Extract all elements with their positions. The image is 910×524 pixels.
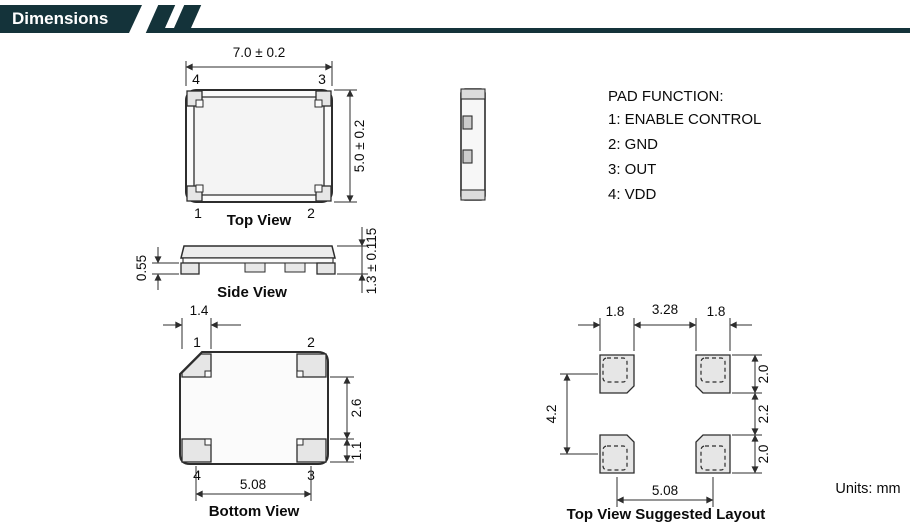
bottom-view-pad3-notch (296, 438, 304, 446)
bottom-view-pitch-value: 5.08 (240, 477, 266, 492)
layout-pad-width-right-value: 1.8 (707, 304, 726, 319)
top-view-width-dimension: 7.0 ± 0.2 (185, 45, 333, 86)
units-label: Units: mm (835, 481, 900, 497)
layout-view: 1.8 3.28 1.8 2.0 2.2 2.0 4.2 (544, 302, 771, 523)
pad-function-item-1: 1: ENABLE CONTROL (608, 111, 761, 128)
top-view-pad2-notch (314, 184, 323, 193)
layout-pad-height-top-value: 2.0 (756, 365, 771, 384)
layout-pad-height-bottom-value: 2.0 (756, 445, 771, 464)
section-title: Dimensions (12, 9, 109, 28)
pad-function-title: PAD FUNCTION: (608, 88, 724, 105)
side-view-center-pad (244, 262, 266, 273)
bottom-view-pad4-notch (204, 438, 212, 446)
pad-function-item-2: 2: GND (608, 136, 658, 153)
top-view-pad4-notch (195, 99, 204, 108)
pad-function: PAD FUNCTION: 1: ENABLE CONTROL 2: GND 3… (608, 88, 761, 203)
side-view: 0.55 1.3 ± 0.115 Side View (134, 227, 379, 301)
bottom-view-pad-height-dimension: 1.1 (330, 438, 364, 463)
layout-gap-v-value: 2.2 (756, 405, 771, 424)
bottom-view-pad-width-dimension: 1.4 (163, 303, 241, 349)
top-view-pad1-notch (195, 184, 204, 193)
side-view-center-pad (284, 262, 306, 273)
top-view-label: Top View (227, 212, 292, 229)
side-view-pad-height-value: 0.55 (134, 255, 149, 281)
side-profile-bottom-cap (460, 189, 486, 201)
bottom-view-pad4 (181, 438, 212, 463)
side-profile (460, 88, 486, 201)
side-view-total-height-dimension: 1.3 ± 0.115 (337, 227, 379, 294)
bottom-view-pad2 (296, 353, 327, 378)
bottom-view-pad4-label: 4 (193, 467, 201, 483)
layout-pitch-value: 5.08 (652, 483, 678, 498)
bottom-view-pad2-label: 2 (307, 334, 315, 350)
bottom-view-pad-width-value: 1.4 (190, 303, 209, 318)
layout-pad-bottom-right-footprint (700, 445, 726, 471)
bottom-view-gap-dimension: 2.6 (330, 376, 364, 440)
top-view-pad2-label: 2 (307, 205, 315, 221)
layout-pad-bottom-right (695, 434, 731, 474)
pad-function-item-4: 4: VDD (608, 186, 657, 203)
layout-gap-h-value: 3.28 (652, 302, 678, 317)
bottom-view-pad1 (181, 353, 212, 378)
side-profile-pad-mark (462, 115, 473, 130)
top-view-height-value: 5.0 ± 0.2 (352, 120, 367, 172)
bottom-view-label: Bottom View (209, 503, 300, 520)
side-view-label: Side View (217, 284, 287, 301)
layout-span-v-value: 4.2 (544, 405, 559, 424)
top-view-pad3-notch (314, 99, 323, 108)
top-view: 4 3 1 2 7.0 ± 0.2 5.0 ± 0.2 Top View (185, 45, 367, 229)
side-profile-body (460, 88, 486, 201)
bottom-view-gap-value: 2.6 (349, 399, 364, 418)
side-profile-pad-mark (462, 149, 473, 164)
bottom-view-pad3 (296, 438, 327, 463)
side-view-pad-height-dimension: 0.55 (134, 247, 179, 290)
side-view-lid (180, 245, 336, 259)
layout-right-dimensions: 2.0 2.2 2.0 (732, 354, 771, 474)
side-profile-top-cap (460, 88, 486, 100)
layout-pad-top-left (599, 354, 635, 394)
top-view-lid (193, 96, 325, 196)
bottom-view-pad1-notch (204, 370, 212, 378)
bottom-view-pitch-dimension: 5.08 (195, 466, 312, 501)
top-view-pad1-label: 1 (194, 205, 202, 221)
top-view-pad3-label: 3 (318, 71, 326, 87)
top-view-pad4-label: 4 (192, 71, 200, 87)
layout-pad-bottom-left-footprint (602, 445, 628, 471)
side-view-total-height-value: 1.3 ± 0.115 (364, 228, 379, 294)
layout-pad-top-right (695, 354, 731, 394)
layout-top-dimensions: 1.8 3.28 1.8 (578, 302, 752, 351)
top-view-height-dimension: 5.0 ± 0.2 (334, 89, 367, 203)
layout-pitch-dimension: 5.08 (616, 477, 714, 507)
bottom-view-pad-height-value: 1.1 (349, 442, 364, 461)
layout-pad-width-left-value: 1.8 (606, 304, 625, 319)
header-rule (148, 28, 910, 33)
section-title-block: Dimensions (0, 5, 142, 33)
side-view-left-pad (180, 262, 200, 275)
bottom-view-pad2-notch (296, 370, 304, 378)
side-view-right-pad (316, 262, 336, 275)
top-view-width-value: 7.0 ± 0.2 (233, 45, 285, 60)
section-header: Dimensions (0, 5, 910, 33)
bottom-view: 1 2 4 3 1.4 2.6 1.1 (163, 303, 364, 520)
pad-function-item-3: 3: OUT (608, 161, 656, 178)
layout-pad-top-left-footprint (602, 357, 628, 383)
layout-view-label: Top View Suggested Layout (567, 506, 766, 523)
layout-pad-top-right-footprint (700, 357, 726, 383)
layout-left-dimension: 4.2 (544, 373, 598, 455)
bottom-view-pad1-label: 1 (193, 334, 201, 350)
side-view-base (182, 257, 334, 264)
layout-pad-bottom-left (599, 434, 635, 474)
